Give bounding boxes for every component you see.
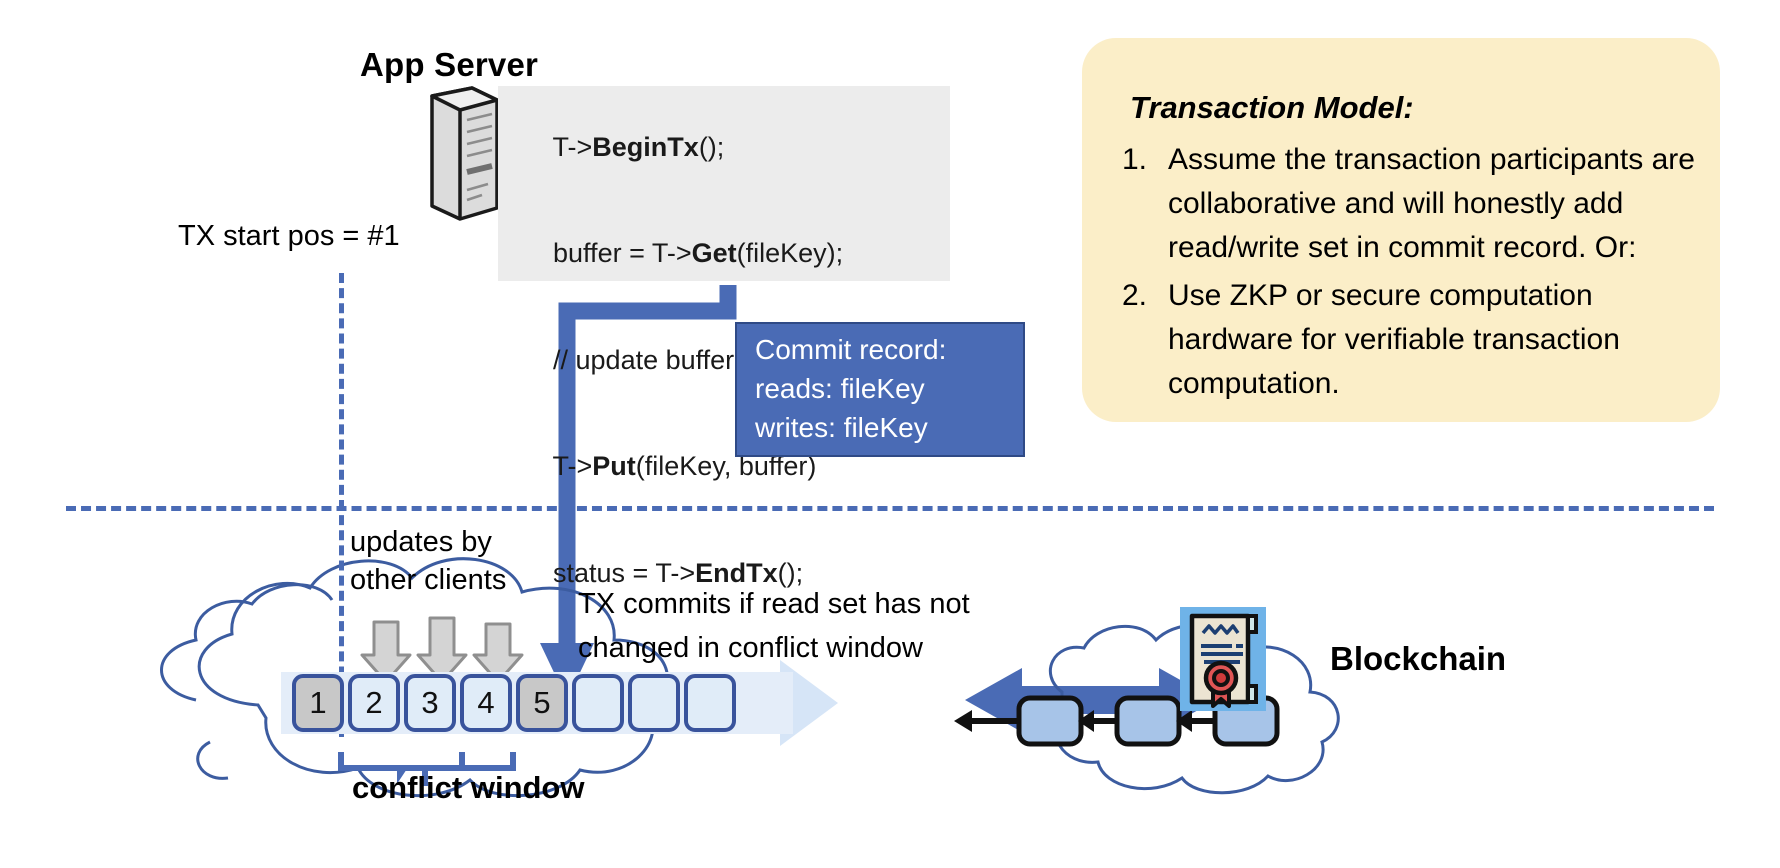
log-entry[interactable] [572,674,624,732]
code-line: buffer = T->Get(fileKey); [553,238,844,268]
list-item-text: Use ZKP or secure computation hardware f… [1168,279,1620,400]
list-item-text: Assume the transaction participants are … [1168,143,1695,264]
code-line: T->BeginTx(); [552,131,725,162]
log-entry[interactable] [628,674,680,732]
log-entry[interactable]: 4 [460,674,512,732]
commit-record-box: Commit record: reads: fileKey writes: fi… [735,322,1025,457]
blockchain-block [1016,695,1084,747]
certificate-seal-icon [1180,607,1266,711]
blockchain-label: Blockchain [1330,640,1507,677]
list-item: 2. Use ZKP or secure computation hardwar… [1122,274,1696,406]
blockchain-link-arrow-icon [954,710,1215,732]
commit-record-line: Commit record: [755,334,947,365]
server-tower-icon [430,86,499,221]
code-panel: T->BeginTx(); buffer = T->Get(fileKey); … [498,86,950,588]
log-entry[interactable]: 3 [404,674,456,732]
list-item-number: 2. [1122,279,1148,312]
double-headed-arrow-icon [965,668,1216,732]
tx-commit-condition-label: TX commits if read set has not changed i… [578,588,970,664]
tx-start-marker-line [339,273,344,737]
log-entry[interactable]: 2 [348,674,400,732]
log-entry[interactable] [684,674,736,732]
log-entry[interactable]: 5 [516,674,568,732]
transaction-model-list: 1. Assume the transaction participants a… [1122,138,1696,410]
tx-start-position-label: TX start pos = #1 [178,220,400,252]
conflict-window-label: conflict window [352,770,585,805]
commit-record-line: writes: fileKey [755,412,928,443]
transaction-model-card: Transaction Model: 1. Assume the transac… [1082,38,1720,422]
blockchain-block [1212,695,1280,747]
blockchain-block [1114,695,1182,747]
log-entry[interactable]: 1 [292,674,344,732]
cloud-icon [1048,623,1340,795]
page-title: App Server [360,46,539,83]
client-blockchain-divider [66,506,1714,511]
commit-record-line: reads: fileKey [755,373,925,404]
code-line: // update buffer; [553,344,742,375]
updates-by-other-clients-label: updates by other clients [350,526,507,596]
transaction-model-title: Transaction Model: [1130,90,1414,125]
code-line: status = T->EndTx(); [553,557,804,588]
list-item: 1. Assume the transaction participants a… [1122,138,1696,270]
list-item-number: 1. [1122,143,1148,176]
